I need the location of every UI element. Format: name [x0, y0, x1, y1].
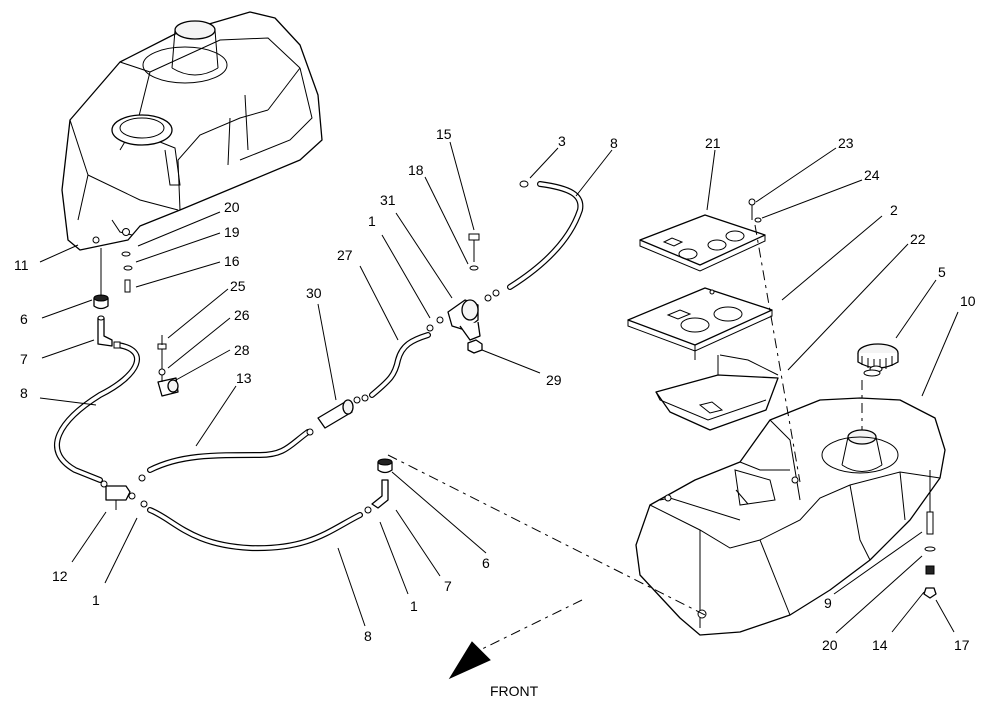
front-label: FRONT [490, 683, 539, 699]
callout-19: 19 [224, 224, 240, 240]
callout-22: 22 [910, 231, 926, 247]
callout-31: 31 [380, 192, 396, 208]
callout-6: 6 [482, 555, 490, 571]
fuel-cap [857, 343, 899, 377]
callout-13: 13 [236, 370, 252, 386]
callout-17: 17 [954, 637, 970, 653]
callout-labels: 11 20 19 16 6 7 8 25 26 28 13 12 1 30 27… [14, 126, 976, 653]
heat-shield-plate [639, 214, 766, 272]
callout-16: 16 [224, 253, 240, 269]
heat-shield-basket [655, 354, 779, 431]
callout-24: 24 [864, 167, 880, 183]
callout-8: 8 [364, 628, 372, 644]
callout-20: 20 [822, 637, 838, 653]
callout-29: 29 [546, 372, 562, 388]
callout-9: 9 [824, 595, 832, 611]
callout-3: 3 [558, 133, 566, 149]
callout-27: 27 [337, 247, 353, 263]
callout-1: 1 [410, 598, 418, 614]
callout-2: 2 [890, 202, 898, 218]
callout-18: 18 [408, 162, 424, 178]
callout-7: 7 [444, 578, 452, 594]
callout-25: 25 [230, 278, 246, 294]
callout-10: 10 [960, 293, 976, 309]
callout-15: 15 [436, 126, 452, 142]
mounting-bracket-plate [627, 287, 773, 360]
callout-26: 26 [234, 307, 250, 323]
left-fuel-tank [61, 11, 323, 251]
callout-7: 7 [20, 351, 28, 367]
callout-1: 1 [92, 592, 100, 608]
callout-20: 20 [224, 199, 240, 215]
leader-lines [39, 141, 959, 634]
callout-1: 1 [368, 213, 376, 229]
callout-12: 12 [52, 568, 68, 584]
callout-5: 5 [938, 264, 946, 280]
centerlines [387, 224, 931, 616]
front-direction-arrow [448, 599, 583, 680]
right-fuel-tank [635, 397, 946, 636]
callout-23: 23 [838, 135, 854, 151]
hardware-parts [93, 180, 937, 599]
callout-8: 8 [20, 385, 28, 401]
callout-28: 28 [234, 342, 250, 358]
callout-14: 14 [872, 637, 888, 653]
callout-30: 30 [306, 285, 322, 301]
callout-6: 6 [20, 311, 28, 327]
callout-8: 8 [610, 135, 618, 151]
callout-21: 21 [705, 135, 721, 151]
callout-11: 11 [14, 257, 29, 273]
fuel-hoses [54, 181, 584, 552]
